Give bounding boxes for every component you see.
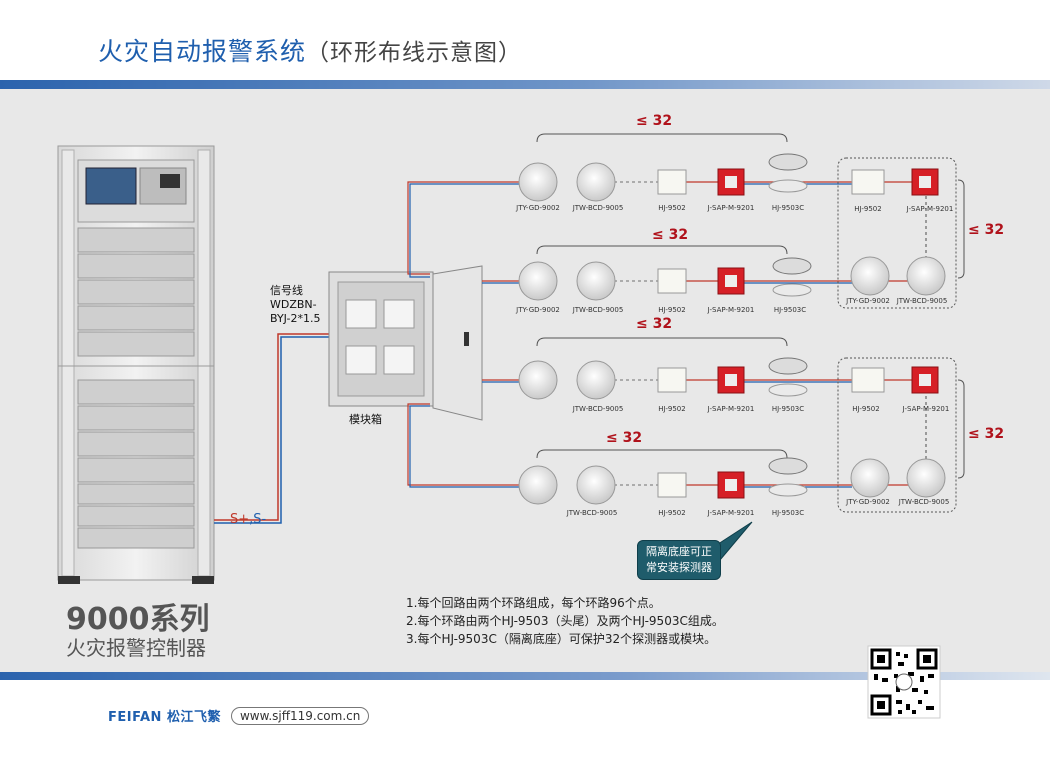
note-item: 3.每个HJ-9503C（隔离底座）可保护32个探测器或模块。 <box>406 632 717 646</box>
device-label: JTY-GD-9002 <box>846 498 890 506</box>
device-row-4 <box>518 457 808 505</box>
device-label: J-SAP-M-9201 <box>707 509 755 517</box>
smoke-detector-icon <box>518 360 558 400</box>
isolator-base-icon <box>768 357 808 375</box>
device-label: JTY-GD-9002 <box>846 297 890 305</box>
heat-detector-icon <box>906 256 946 296</box>
module-icon <box>657 169 687 195</box>
limit-label-loop1: ≤ 32 <box>636 113 673 129</box>
device-label: JTY-GD-9002 <box>516 306 560 314</box>
limit-label-loop3: ≤ 32 <box>636 316 673 332</box>
signal-line-label: 信号线 WDZBN- BYJ-2*1.5 <box>270 284 321 325</box>
device-label: JTW-BCD-9005 <box>572 306 624 314</box>
module-icon <box>851 367 885 393</box>
device-label: JTY-GD-9002 <box>516 204 560 212</box>
limit-label-loop2: ≤ 32 <box>652 227 689 243</box>
heat-detector-icon <box>576 261 616 301</box>
device-label: HJ-9502 <box>658 204 686 212</box>
smoke-detector-icon <box>518 162 558 202</box>
module-box-label: 模块箱 <box>349 413 382 426</box>
module-box <box>328 265 483 421</box>
device-label: HJ-9502 <box>658 306 686 314</box>
limit-label-right2: ≤ 32 <box>968 426 1005 442</box>
device-label: JTW-BCD-9005 <box>572 204 624 212</box>
module-icon <box>657 472 687 498</box>
device-label: J-SAP-M-9201 <box>906 205 954 213</box>
device-label: JTW-BCD-9005 <box>898 498 950 506</box>
device-label: HJ-9503C <box>771 405 805 413</box>
heat-detector-icon <box>906 458 946 498</box>
bus-label: S+,S- <box>230 512 267 527</box>
qr-code-icon <box>867 645 941 719</box>
device-label: HJ-9502 <box>658 509 686 517</box>
top-divider-bar <box>0 80 1050 89</box>
device-label: J-SAP-M-9201 <box>902 405 950 413</box>
isolator-base-icon <box>768 153 808 171</box>
device-label: JTW-BCD-9005 <box>566 509 618 517</box>
smoke-detector-icon <box>518 465 558 505</box>
smoke-detector-icon <box>518 261 558 301</box>
device-label: HJ-9502 <box>854 205 882 213</box>
isolator-base-icon <box>768 457 808 475</box>
device-label: JTW-BCD-9005 <box>572 405 624 413</box>
controller-cabinet <box>57 145 215 584</box>
limit-label-right1: ≤ 32 <box>968 222 1005 238</box>
device-label: J-SAP-M-9201 <box>707 405 755 413</box>
website-link[interactable]: www.sjff119.com.cn <box>230 706 370 725</box>
limit-label-loop4: ≤ 32 <box>606 430 643 446</box>
device-label: HJ-9503C <box>771 204 805 212</box>
bottom-divider-bar <box>0 672 1050 680</box>
device-label: J-SAP-M-9201 <box>707 204 755 212</box>
note-item: 2.每个环路由两个HJ-9503（头尾）及两个HJ-9503C组成。 <box>406 614 724 628</box>
heat-detector-icon <box>576 360 616 400</box>
module-icon <box>851 169 885 195</box>
isolator-base-icon <box>772 257 812 275</box>
module-icon <box>657 268 687 294</box>
heat-detector-icon <box>576 465 616 505</box>
device-row-2 <box>518 257 812 301</box>
device-label: HJ-9502 <box>658 405 686 413</box>
smoke-detector-icon <box>850 458 890 498</box>
isolator-callout: 隔离底座可正 常安装探测器 <box>637 540 721 580</box>
page-title: 火灾自动报警系统（环形布线示意图） <box>98 32 522 68</box>
smoke-detector-icon <box>850 256 890 296</box>
footer: FEIFAN 松江飞繁 www.sjff119.com.cn <box>108 706 370 725</box>
device-label: J-SAP-M-9201 <box>707 306 755 314</box>
brand-logo: FEIFAN 松江飞繁 <box>108 710 221 725</box>
device-label: JTW-BCD-9005 <box>896 297 948 305</box>
device-label: HJ-9503C <box>771 509 805 517</box>
notes-list: 1.每个回路由两个环路组成，每个环路96个点。 2.每个环路由两个HJ-9503… <box>406 594 724 648</box>
controller-name: 火灾报警控制器 <box>66 636 206 660</box>
controller-series: 9000系列 <box>66 602 210 637</box>
device-row-3 <box>518 357 946 498</box>
device-label: HJ-9503C <box>773 306 807 314</box>
device-label: HJ-9502 <box>852 405 880 413</box>
title-main: 火灾自动报警系统 <box>98 37 307 66</box>
device-row-1 <box>518 153 946 296</box>
note-item: 1.每个回路由两个环路组成，每个环路96个点。 <box>406 596 661 610</box>
module-icon <box>657 367 687 393</box>
heat-detector-icon <box>576 162 616 202</box>
title-subtitle: （环形布线示意图） <box>306 40 523 66</box>
